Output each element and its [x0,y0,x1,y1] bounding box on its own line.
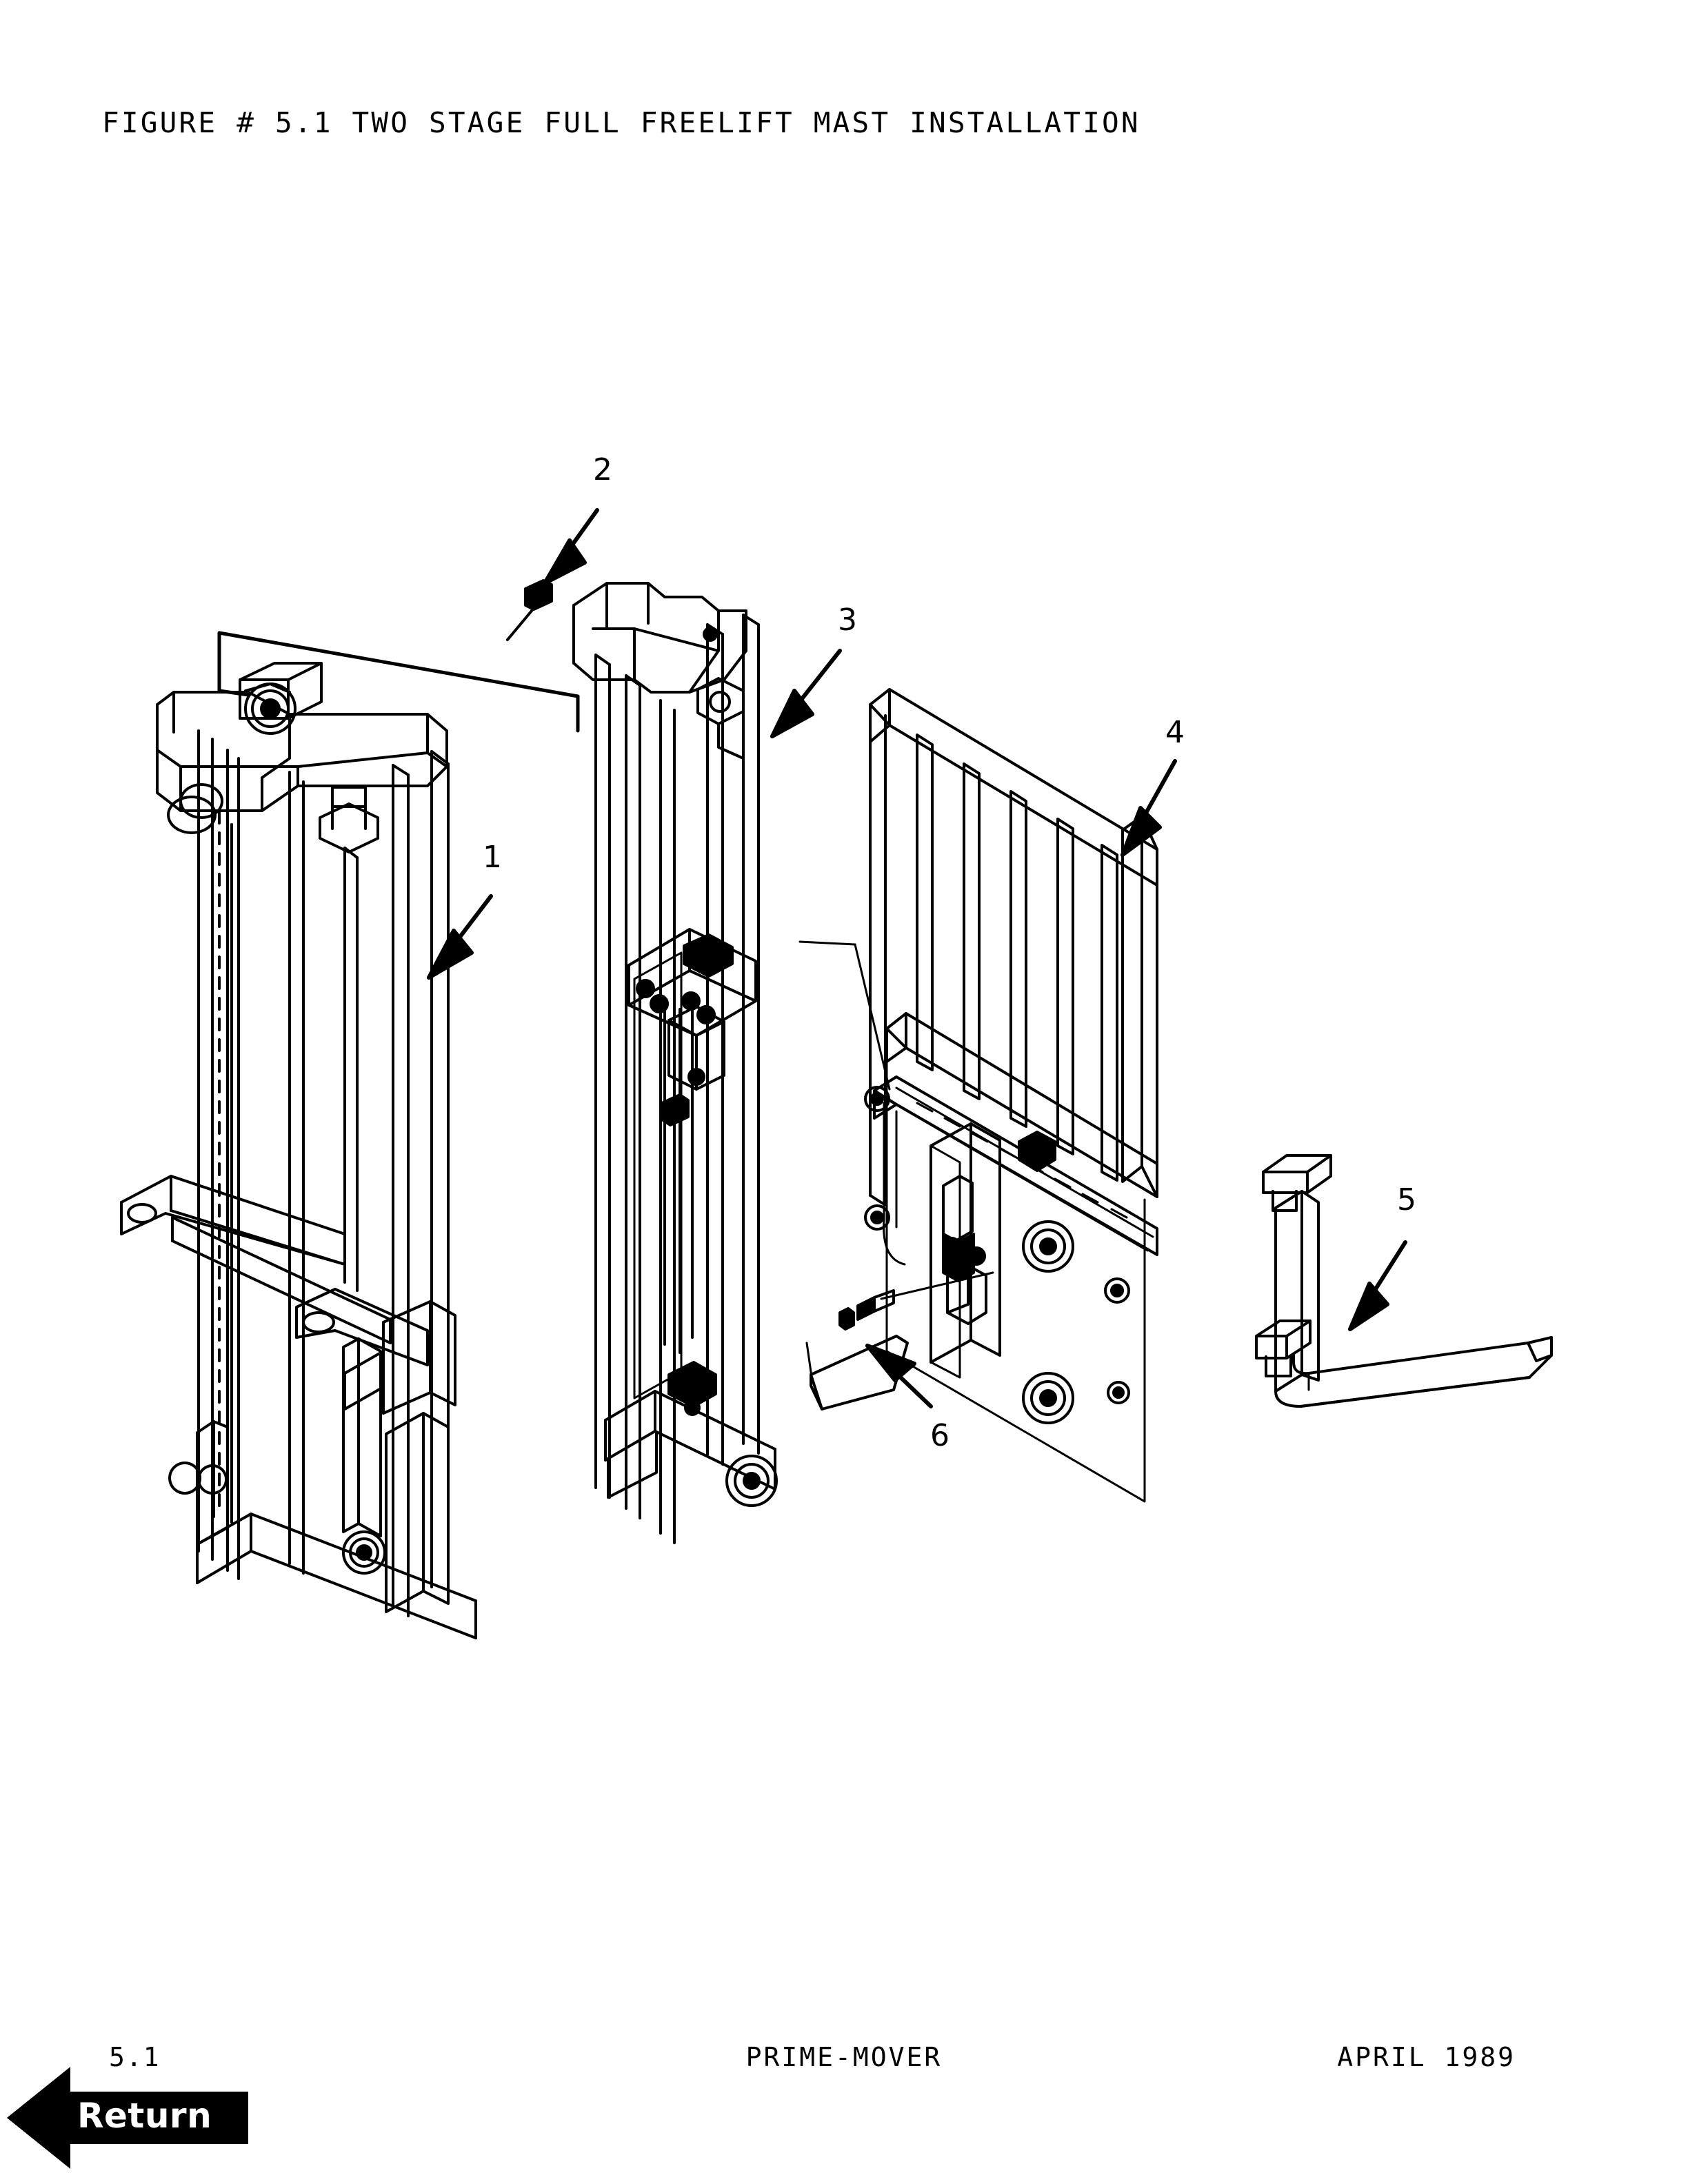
footer-date-label: APRIL 1989 [1337,2042,1516,2072]
footer-page-number: 5.1 [109,2042,161,2072]
return-arrow-icon [7,2067,248,2169]
callout-label-1: 1 [483,840,502,875]
page-title: FIGURE # 5.1 TWO STAGE FULL FREELIFT MAS… [102,106,1141,139]
fork [1255,1154,1553,1408]
carriage-assembly [798,940,1158,1424]
outer-mast-assembly [120,631,580,1639]
callout-label-3: 3 [838,603,857,638]
load-backrest-extension [869,688,1158,1503]
mast-mounting-bolt [506,579,553,641]
callout-label-5: 5 [1397,1182,1416,1217]
callout-label-2: 2 [593,452,612,487]
footer-company-label: PRIME-MOVER [745,2042,943,2072]
return-button[interactable] [7,2063,248,2173]
callout-label-6: 6 [930,1418,950,1453]
callout-label-4: 4 [1165,715,1185,750]
callout-leader-lines [427,508,1407,1408]
inner-mast-assembly [572,582,778,1544]
